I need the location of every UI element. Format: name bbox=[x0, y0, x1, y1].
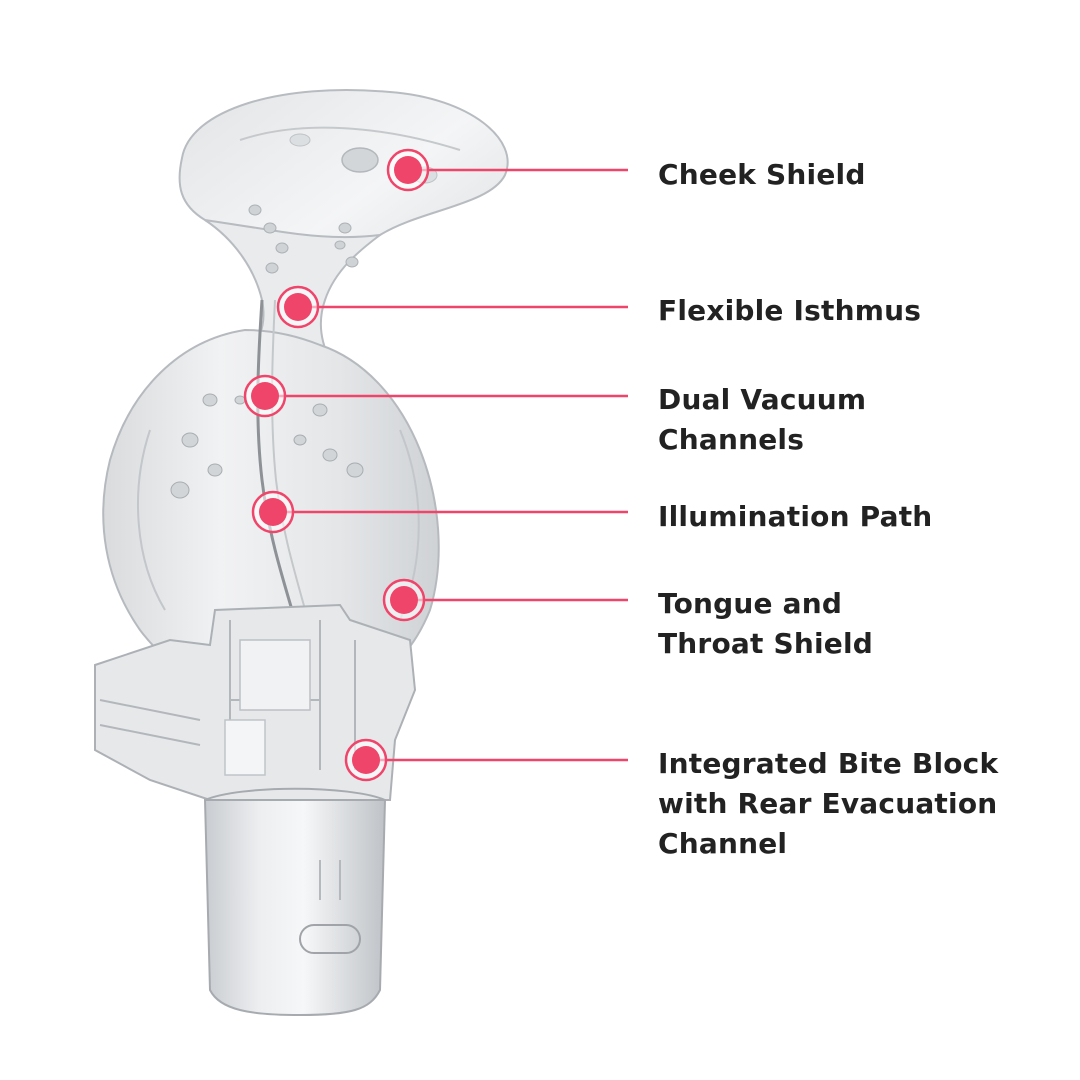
callout-dot-illumination-path bbox=[259, 498, 287, 526]
callout-dot-flexible-isthmus bbox=[284, 293, 312, 321]
callout-label-line: with Rear Evacuation bbox=[658, 784, 998, 824]
callout-label-line: Tongue and bbox=[658, 584, 873, 624]
callout-label-line: Integrated Bite Block bbox=[658, 744, 998, 784]
callout-label-line: Illumination Path bbox=[658, 497, 932, 537]
callout-dot-dual-vacuum-channels bbox=[251, 382, 279, 410]
callout-label-flexible-isthmus: Flexible Isthmus bbox=[658, 291, 921, 331]
callout-dot-integrated-bite-block bbox=[352, 746, 380, 774]
callout-label-line: Channels bbox=[658, 420, 866, 460]
callout-dot-tongue-throat-shield bbox=[390, 586, 418, 614]
callout-label-illumination-path: Illumination Path bbox=[658, 497, 932, 537]
callout-dot-cheek-shield bbox=[394, 156, 422, 184]
callout-label-cheek-shield: Cheek Shield bbox=[658, 155, 866, 195]
callout-label-line: Dual Vacuum bbox=[658, 380, 866, 420]
callout-label-line: Cheek Shield bbox=[658, 155, 866, 195]
callout-label-line: Flexible Isthmus bbox=[658, 291, 921, 331]
callout-label-line: Throat Shield bbox=[658, 624, 873, 664]
callout-label-line: Channel bbox=[658, 824, 998, 864]
